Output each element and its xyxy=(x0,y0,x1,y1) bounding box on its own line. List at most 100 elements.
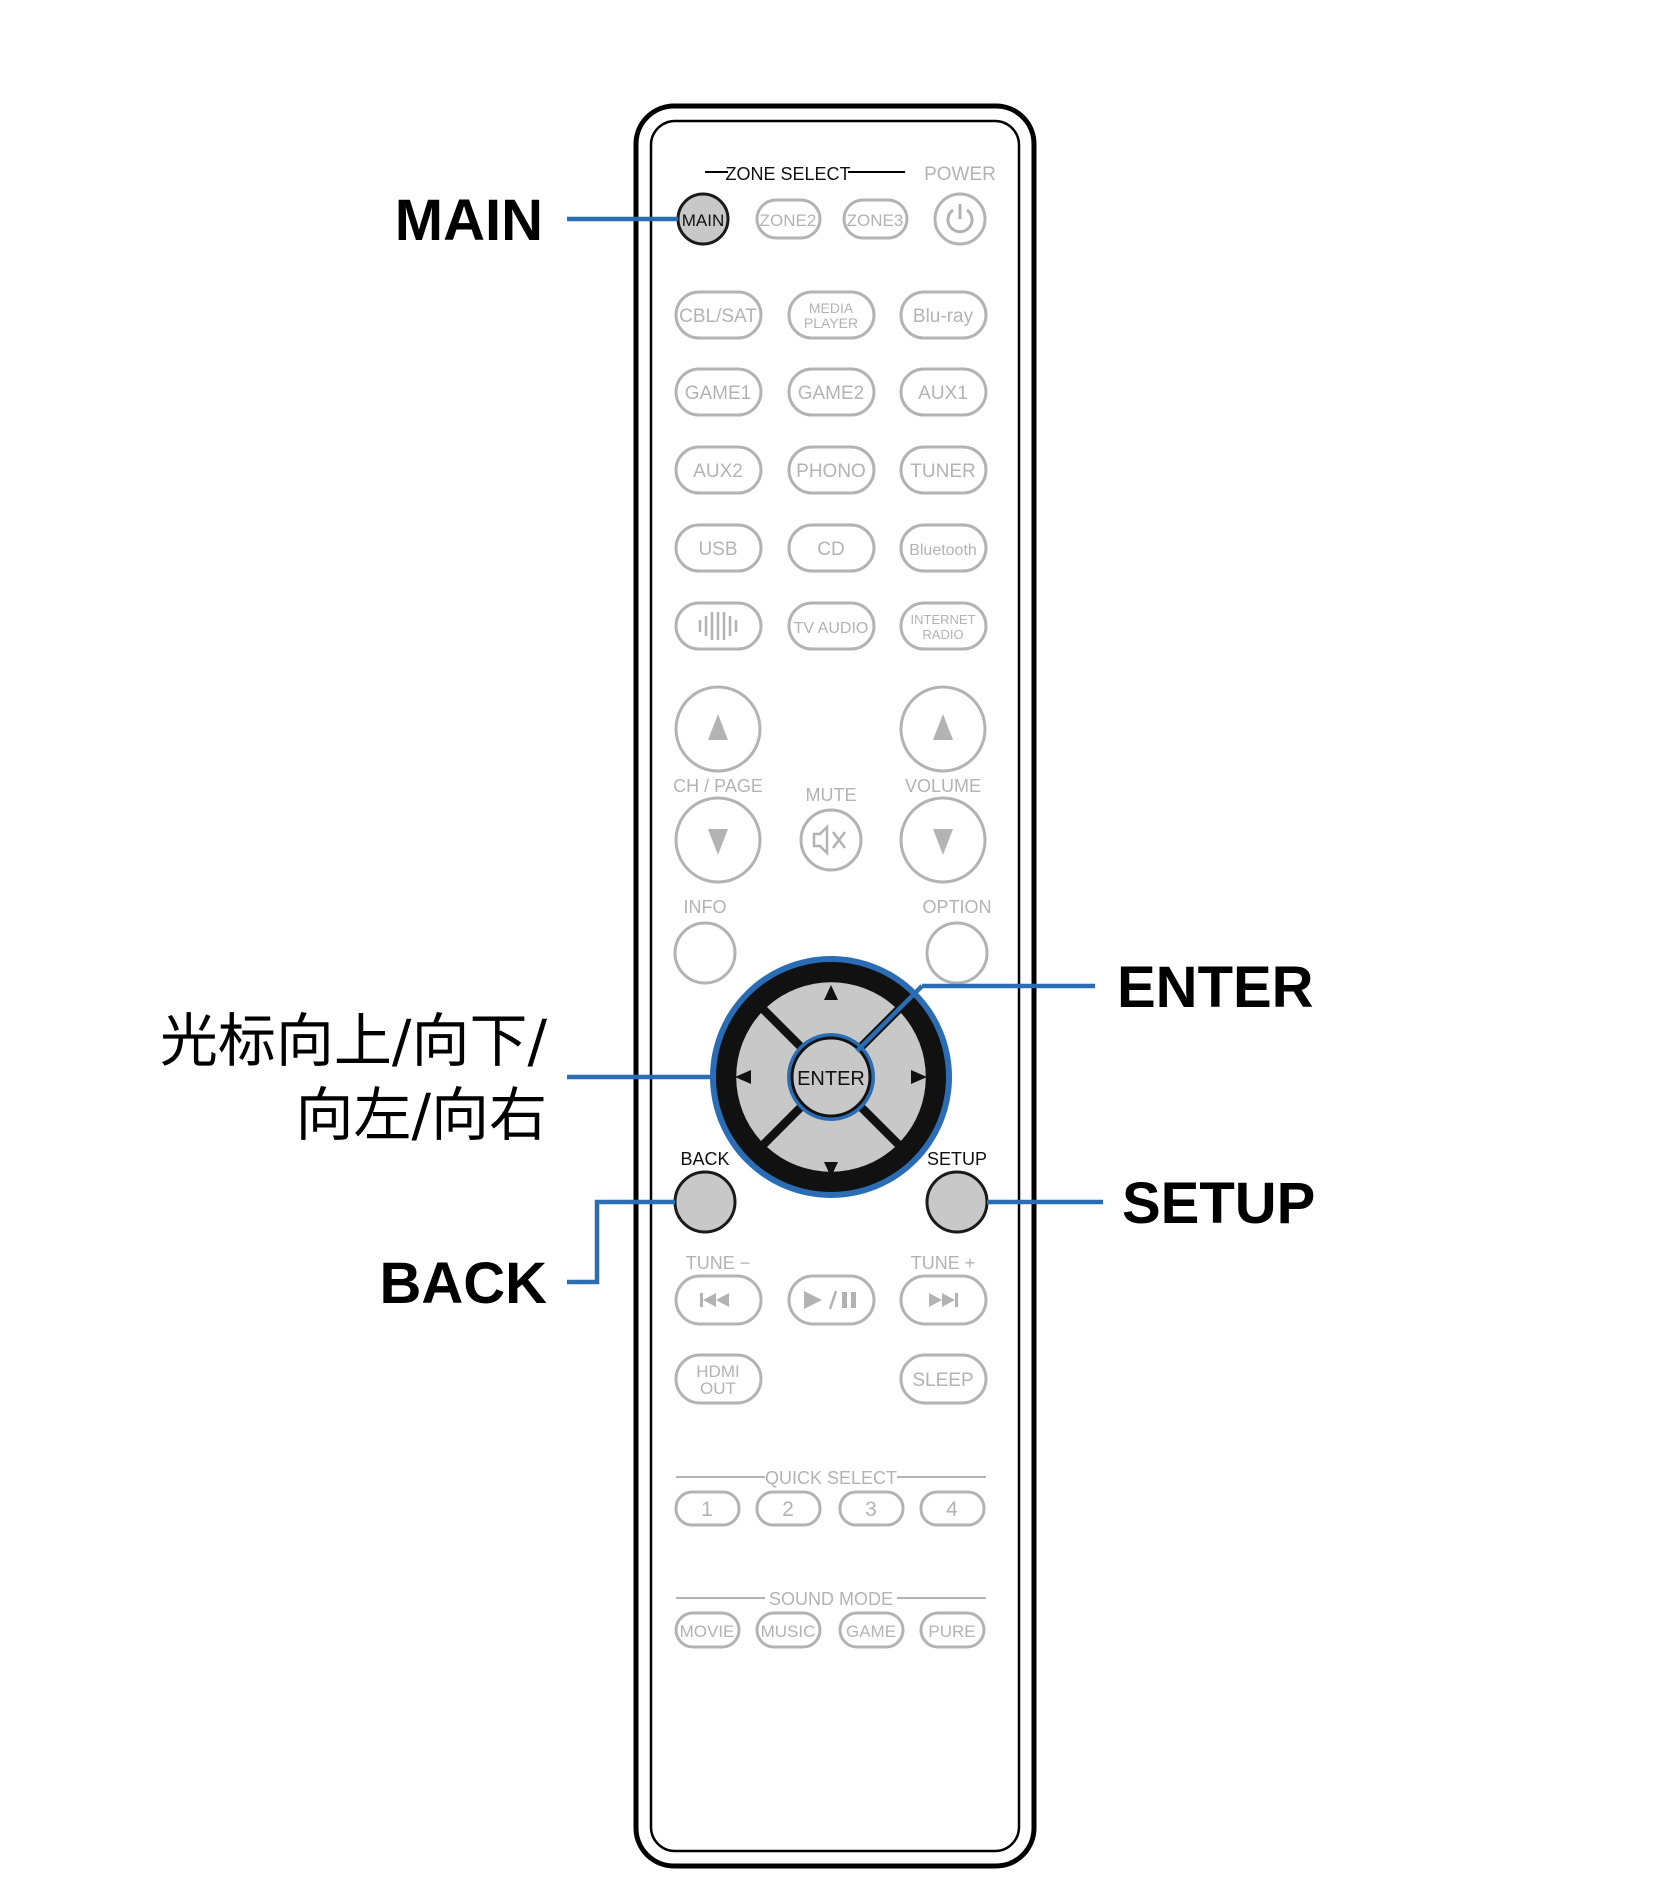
setup-label: SETUP xyxy=(927,1149,987,1169)
heos-icon xyxy=(698,612,738,640)
source-button-heos[interactable] xyxy=(674,601,763,651)
arrow-down-icon xyxy=(933,829,953,855)
zone-select-label: ZONE SELECT xyxy=(725,164,850,184)
tune-minus-button[interactable] xyxy=(674,1274,763,1326)
svg-text:PHONO: PHONO xyxy=(796,461,866,482)
source-button-usb[interactable]: USB xyxy=(674,523,763,573)
arrow-left-icon xyxy=(735,1070,751,1084)
svg-text:MUSIC: MUSIC xyxy=(761,1622,816,1641)
power-icon xyxy=(946,208,974,234)
zone-button-zone3[interactable]: ZONE3 xyxy=(842,198,909,240)
source-button-tuner[interactable]: TUNER xyxy=(899,445,988,495)
arrow-down-icon xyxy=(708,829,728,855)
info-label: INFO xyxy=(684,897,727,917)
sound-mode-movie-button[interactable]: MOVIE xyxy=(674,1611,741,1649)
enter-button[interactable]: ENTER xyxy=(787,1033,875,1121)
cursor-right-button[interactable] xyxy=(859,1013,926,1141)
source-button-phono[interactable]: PHONO xyxy=(787,445,876,495)
svg-text:ZONE3: ZONE3 xyxy=(847,211,904,230)
quick-select-3-button[interactable]: 3 xyxy=(838,1490,905,1527)
arrow-right-icon xyxy=(911,1070,927,1084)
source-button-game1[interactable]: GAME1 xyxy=(674,367,763,417)
source-button-cbl-sat[interactable]: CBL/SAT xyxy=(674,290,763,340)
sound-mode-label: SOUND MODE xyxy=(769,1589,893,1609)
enter-leader-diagonal xyxy=(855,984,924,1053)
source-button-tv-audio[interactable]: TV AUDIO xyxy=(787,601,876,651)
info-button[interactable] xyxy=(673,921,737,985)
back-callout: BACK xyxy=(379,1251,547,1316)
ch-page-up-button[interactable] xyxy=(674,685,762,773)
play-pause-icon xyxy=(804,1290,856,1310)
cursor-up-button[interactable] xyxy=(767,982,895,1049)
sleep-button[interactable]: SLEEP xyxy=(899,1353,988,1405)
svg-text:MEDIA: MEDIA xyxy=(809,300,854,316)
volume-up-button[interactable] xyxy=(899,685,987,773)
source-button-game2[interactable]: GAME2 xyxy=(787,367,876,417)
sound-mode-music-button[interactable]: MUSIC xyxy=(755,1611,822,1649)
power-button[interactable] xyxy=(933,192,987,246)
source-button-bluray[interactable]: Blu-ray xyxy=(899,290,988,340)
quick-select-2-button[interactable]: 2 xyxy=(755,1490,822,1527)
arrow-up-icon xyxy=(708,714,728,740)
svg-text:Bluetooth: Bluetooth xyxy=(909,542,977,559)
zone-button-zone2[interactable]: ZONE2 xyxy=(755,198,822,240)
svg-text:PURE: PURE xyxy=(928,1622,975,1641)
skip-back-icon xyxy=(700,1293,729,1307)
svg-text:1: 1 xyxy=(701,1498,713,1521)
source-button-aux2[interactable]: AUX2 xyxy=(674,445,763,495)
svg-text:USB: USB xyxy=(698,539,737,560)
svg-text:3: 3 xyxy=(865,1498,877,1521)
quick-select-1-button[interactable]: 1 xyxy=(674,1490,741,1527)
back-button[interactable] xyxy=(673,1170,737,1234)
option-button[interactable] xyxy=(925,921,989,985)
main-callout: MAIN xyxy=(395,188,543,253)
play-pause-button[interactable] xyxy=(787,1274,876,1326)
svg-text:RADIO: RADIO xyxy=(922,627,963,642)
sound-mode-pure-button[interactable]: PURE xyxy=(919,1611,986,1649)
svg-text:HDMI: HDMI xyxy=(696,1362,739,1381)
hdmi-out-button[interactable]: HDMI OUT xyxy=(674,1353,763,1405)
quick-select-4-button[interactable]: 4 xyxy=(919,1490,986,1527)
source-button-cd[interactable]: CD xyxy=(787,523,876,573)
cursor-down-button[interactable] xyxy=(767,1105,895,1172)
tune-plus-label: TUNE + xyxy=(911,1253,976,1273)
svg-text:AUX2: AUX2 xyxy=(693,461,743,482)
svg-text:4: 4 xyxy=(946,1498,958,1521)
svg-text:OUT: OUT xyxy=(700,1379,736,1398)
cursor-left-button[interactable] xyxy=(736,1013,803,1141)
tune-plus-button[interactable] xyxy=(899,1274,988,1326)
back-label: BACK xyxy=(680,1149,729,1169)
arrow-up-icon xyxy=(933,714,953,740)
arrow-down-icon xyxy=(824,1162,838,1177)
svg-text:TV AUDIO: TV AUDIO xyxy=(794,620,869,637)
back-leader-line xyxy=(567,1199,675,1285)
svg-text:MAIN: MAIN xyxy=(682,211,725,230)
setup-button[interactable] xyxy=(925,1170,989,1234)
tune-minus-label: TUNE − xyxy=(686,1253,751,1273)
enter-callout: ENTER xyxy=(1117,955,1314,1020)
svg-text:CD: CD xyxy=(817,539,844,560)
cursor-callout-line1: 光标向上/向下/ xyxy=(160,1007,548,1075)
volume-down-button[interactable] xyxy=(899,796,987,884)
skip-forward-icon xyxy=(929,1293,958,1307)
power-label: POWER xyxy=(924,164,996,185)
ch-page-down-button[interactable] xyxy=(674,796,762,884)
mute-label: MUTE xyxy=(806,785,857,805)
volume-label: VOLUME xyxy=(905,776,981,796)
source-button-internet-radio[interactable]: INTERNET RADIO xyxy=(899,601,988,651)
source-button-aux1[interactable]: AUX1 xyxy=(899,367,988,417)
source-button-media-player[interactable]: MEDIA PLAYER xyxy=(787,290,876,340)
svg-text:PLAYER: PLAYER xyxy=(804,315,858,331)
zone-button-main[interactable]: MAIN xyxy=(676,192,730,246)
option-label: OPTION xyxy=(922,897,991,917)
source-button-bluetooth[interactable]: Bluetooth xyxy=(899,523,988,573)
svg-text:INTERNET: INTERNET xyxy=(911,612,976,627)
svg-text:ENTER: ENTER xyxy=(797,1068,865,1090)
arrow-up-icon xyxy=(824,985,838,1000)
mute-button[interactable] xyxy=(799,808,863,872)
quick-select-label: QUICK SELECT xyxy=(765,1468,897,1488)
sound-mode-game-button[interactable]: GAME xyxy=(838,1611,905,1649)
svg-text:CBL/SAT: CBL/SAT xyxy=(679,306,757,327)
svg-text:ZONE2: ZONE2 xyxy=(760,211,817,230)
